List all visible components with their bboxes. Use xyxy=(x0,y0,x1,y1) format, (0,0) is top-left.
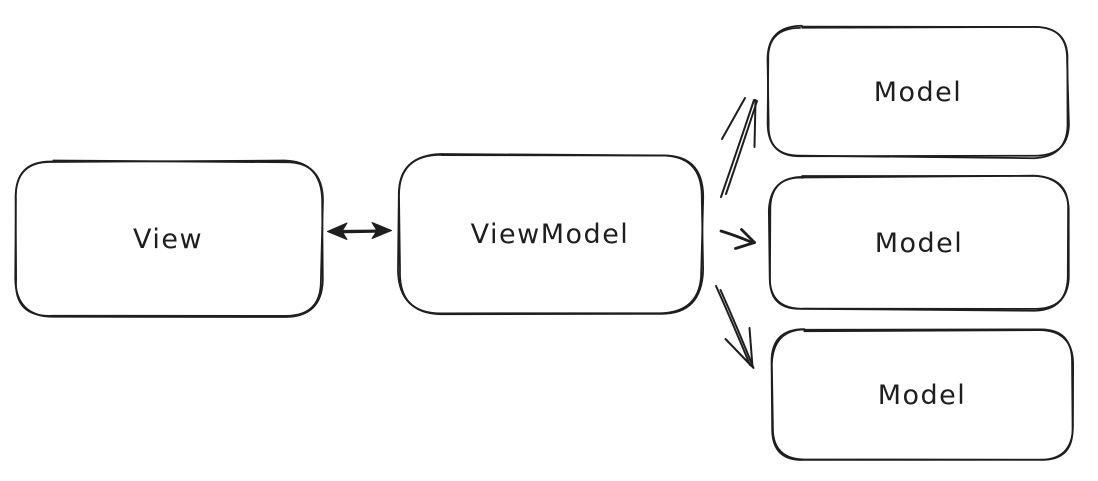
node-model-3: Model xyxy=(770,328,1075,461)
node-model-1: Model xyxy=(766,24,1070,160)
edge-line xyxy=(719,229,753,244)
arrowhead-barb xyxy=(721,97,746,140)
edge-viewmodel-model-1 xyxy=(720,97,758,198)
arrowhead-barb xyxy=(753,99,757,148)
node-outline xyxy=(397,153,705,315)
arrowhead-barb xyxy=(740,228,756,244)
node-viewmodel: ViewModel xyxy=(397,153,705,316)
edge-line-sketch xyxy=(719,289,755,369)
edge-line-sketch xyxy=(725,100,758,195)
arrowhead-barb xyxy=(734,241,756,250)
edge-line xyxy=(715,285,751,366)
node-model-1-label: Model xyxy=(874,77,963,108)
arrowhead-left-icon xyxy=(327,222,348,240)
node-outline xyxy=(766,24,1069,160)
arrowhead-barb xyxy=(724,338,753,367)
arrowhead-right-icon xyxy=(371,222,392,239)
edge-line xyxy=(720,99,755,198)
arrowhead-barb xyxy=(748,327,754,368)
node-view: View xyxy=(14,159,324,318)
node-view-label: View xyxy=(133,224,203,255)
node-model-3-label: Model xyxy=(878,380,967,411)
node-model-2: Model xyxy=(767,174,1070,312)
node-viewmodel-label: ViewModel xyxy=(471,219,630,250)
node-model-2-label: Model xyxy=(875,228,964,259)
node-outline xyxy=(769,174,1070,312)
node-outline xyxy=(770,328,1074,461)
edge-view-viewmodel xyxy=(327,222,392,240)
edge-viewmodel-model-2 xyxy=(719,228,756,250)
edge-viewmodel-model-3 xyxy=(715,285,755,369)
node-outline xyxy=(14,159,324,317)
